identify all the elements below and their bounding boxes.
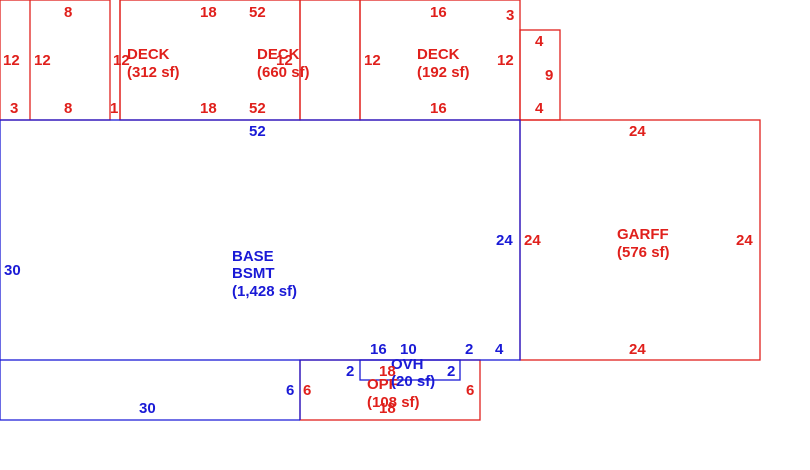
dim-label: 6 bbox=[286, 382, 294, 399]
deck-660-label: DECK bbox=[257, 46, 300, 63]
dim-label: 16 bbox=[430, 4, 447, 21]
dim-label: 18 bbox=[200, 100, 217, 117]
base-bsmt-outline bbox=[0, 119, 521, 361]
dim-label: 2 bbox=[447, 363, 455, 380]
ovh-area: (20 sf) bbox=[391, 373, 435, 390]
opf-area: (108 sf) bbox=[367, 394, 420, 411]
dim-label: 4 bbox=[535, 100, 544, 117]
dim-label: 52 bbox=[249, 4, 266, 21]
dim-label: 12 bbox=[497, 52, 514, 69]
dim-label: 6 bbox=[466, 382, 474, 399]
deck-middle-outline bbox=[299, 0, 361, 121]
opf-label: OPF bbox=[367, 376, 398, 393]
ovh-outline bbox=[359, 359, 461, 381]
dim-label: 3 bbox=[506, 7, 514, 24]
deck-192-area: (192 sf) bbox=[417, 64, 470, 81]
dim-label: 9 bbox=[545, 67, 553, 84]
dim-label: 24 bbox=[524, 232, 541, 249]
base-label: BASE bbox=[232, 248, 274, 265]
dim-label: 24 bbox=[629, 123, 646, 140]
dim-label: 16 bbox=[430, 100, 447, 117]
deck-192-label: DECK bbox=[417, 46, 460, 63]
dim-label: 52 bbox=[249, 100, 266, 117]
dim-label: 12 bbox=[276, 52, 293, 69]
dim-label: 8 bbox=[64, 4, 72, 21]
dim-label: 24 bbox=[629, 341, 646, 358]
dim-label: 18 bbox=[200, 4, 217, 21]
dim-label: 10 bbox=[400, 341, 417, 358]
dim-label: 52 bbox=[249, 123, 266, 140]
dim-label: 2 bbox=[346, 363, 354, 380]
garff-label: GARFF bbox=[617, 226, 669, 243]
deck-312-label: DECK bbox=[127, 46, 170, 63]
garff-area: (576 sf) bbox=[617, 244, 670, 261]
dim-label: 24 bbox=[496, 232, 513, 249]
dim-label: 18 bbox=[379, 400, 396, 417]
base-area: (1,428 sf) bbox=[232, 283, 297, 300]
dim-label: 12 bbox=[364, 52, 381, 69]
dim-label: 3 bbox=[10, 100, 18, 117]
dim-label: 12 bbox=[3, 52, 20, 69]
dim-label: 12 bbox=[34, 52, 51, 69]
bsmt-label: BSMT bbox=[232, 265, 275, 282]
dim-label: 24 bbox=[736, 232, 753, 249]
dim-label: 1 bbox=[110, 100, 118, 117]
ovh-label: OVH bbox=[391, 356, 424, 373]
dim-label: 16 bbox=[370, 341, 387, 358]
dim-label: 8 bbox=[64, 100, 72, 117]
dim-label: 30 bbox=[139, 400, 156, 417]
dim-label: 6 bbox=[303, 382, 311, 399]
deck-312-area: (312 sf) bbox=[127, 64, 180, 81]
dim-label: 18 bbox=[379, 363, 396, 380]
dim-label: 4 bbox=[535, 33, 544, 50]
dim-label: 30 bbox=[4, 262, 21, 279]
deck-660-area: (660 sf) bbox=[257, 64, 310, 81]
dim-label: 2 bbox=[465, 341, 473, 358]
dim-label: 4 bbox=[495, 341, 504, 358]
dim-label: 12 bbox=[113, 52, 130, 69]
